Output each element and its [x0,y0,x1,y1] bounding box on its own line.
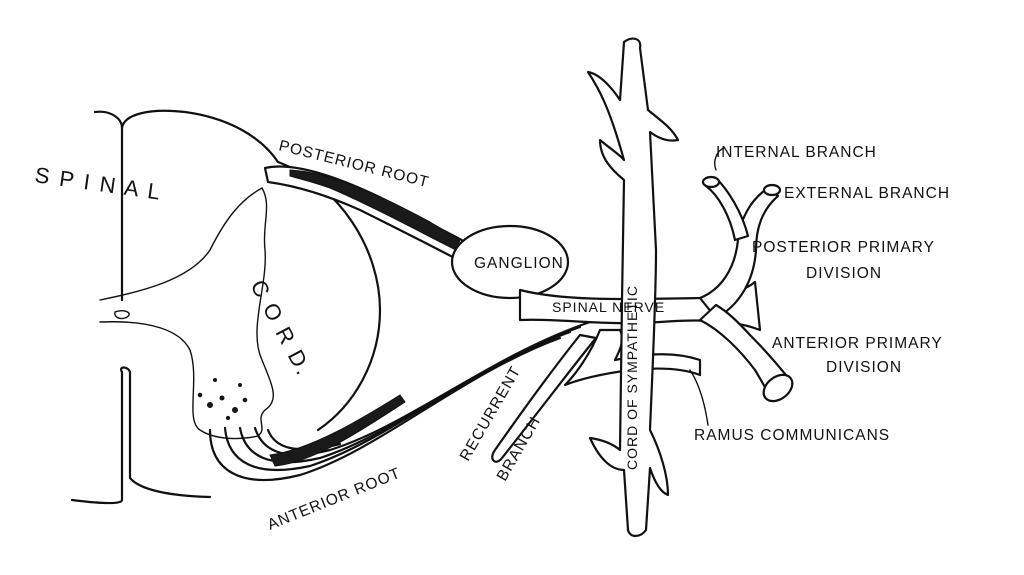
grey-matter [99,187,274,440]
label-external-branch: EXTERNAL BRANCH [784,185,950,202]
external-branch-end [762,183,782,197]
label-posterior-primary: POSTERIOR PRIMARY [752,239,935,256]
grey-matter-speckles [197,378,248,421]
sympathetic-cord [586,37,680,538]
label-anterior-division: DIVISION [826,359,902,376]
label-spinal: S P I N A L [33,162,163,205]
label-ramus-communicans: RAMUS COMMUNICANS [694,427,890,444]
internal-branch-end [701,175,721,189]
ramus-communicans-leader [689,369,709,426]
anterior-root-fiber-1 [208,336,562,482]
anterior-root [208,320,592,482]
ganglion [450,224,570,300]
posterior-primary-division-trunk [698,186,780,320]
label-spinal-nerve: SPINAL NERVE [552,299,665,315]
label-ganglion: GANGLION [474,255,564,272]
label-posterior-division: DIVISION [806,265,882,282]
spinal-cord-upper-outline-2 [120,109,280,164]
label-cord: C O R D. [246,276,317,381]
spinal-cord-lower-outline-2 [120,366,212,499]
sympathetic-cord-trunk [586,37,680,538]
anterior-root-fiber-4 [253,320,592,456]
recurrent-branch [491,333,598,463]
anterior-primary-division-end [762,373,794,403]
internal-branch-leader [714,147,725,171]
label-anterior-primary: ANTERIOR PRIMARY [772,335,943,352]
central-canal [114,309,130,320]
anterior-primary-division [698,303,794,403]
label-cord-of-sympathetic: CORD OF SYMPATHETIC [624,285,640,470]
spinal-cord-upper-outline [93,110,124,302]
posterior-primary-division [698,175,782,320]
anterior-root-shading [269,394,406,467]
label-internal-branch: INTERNAL BRANCH [716,144,877,161]
spinal-cord-lower-outline [70,370,124,505]
posterior-root-shading [289,169,461,251]
label-anterior-root: ANTERIOR ROOT [265,465,403,534]
